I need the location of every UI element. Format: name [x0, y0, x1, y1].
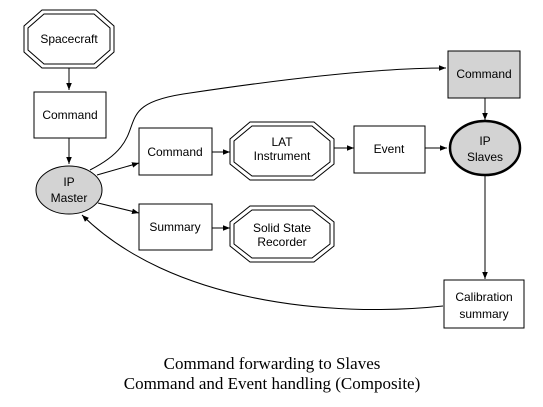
node-command-top: Command: [33, 91, 107, 139]
node-solid-state-recorder: Solid State Recorder: [229, 205, 335, 263]
node-spacecraft-label: Spacecraft: [40, 32, 98, 46]
node-lat-instrument: LAT Instrument: [229, 121, 335, 181]
node-calibration-summary-label-line1: Calibration: [455, 290, 512, 304]
node-ip-slaves-label-line1: IP: [479, 134, 490, 148]
edges: [66, 65, 488, 310]
node-command-mid-label: Command: [147, 145, 202, 159]
node-ip-master: IP Master: [35, 165, 103, 215]
node-lat-instrument-label-line1: LAT: [271, 135, 293, 149]
node-command-mid: Command: [138, 127, 213, 176]
node-calibration-summary: Calibration summary: [443, 279, 525, 329]
edge-calibration-to-ip-master: [81, 214, 444, 310]
node-solid-state-recorder-label-line2: Recorder: [257, 235, 306, 249]
node-spacecraft: Spacecraft: [23, 9, 115, 69]
node-ip-slaves: IP Slaves: [448, 119, 522, 177]
edge-ip-master-to-command-right: [89, 65, 447, 171]
node-summary-label: Summary: [149, 220, 200, 234]
node-calibration-summary-label-line2: summary: [459, 307, 508, 321]
caption-line2: Command and Event handling (Composite): [124, 374, 421, 393]
node-event: Event: [353, 125, 426, 174]
node-command-right: Command: [447, 50, 521, 99]
node-ip-master-label-line1: IP: [63, 175, 74, 189]
node-ip-slaves-label-line2: Slaves: [467, 150, 503, 164]
node-ip-master-label-line2: Master: [51, 191, 88, 205]
edge-ip-master-to-summary: [97, 202, 140, 215]
caption-line1: Command forwarding to Slaves: [164, 354, 381, 373]
node-summary: Summary: [138, 203, 213, 251]
edge-ip-master-to-command: [96, 162, 140, 176]
node-lat-instrument-label-line2: Instrument: [254, 149, 311, 163]
node-command-right-label: Command: [456, 67, 511, 81]
node-command-top-label: Command: [42, 108, 97, 122]
node-solid-state-recorder-label-line1: Solid State: [253, 221, 311, 235]
node-event-label: Event: [374, 142, 405, 156]
